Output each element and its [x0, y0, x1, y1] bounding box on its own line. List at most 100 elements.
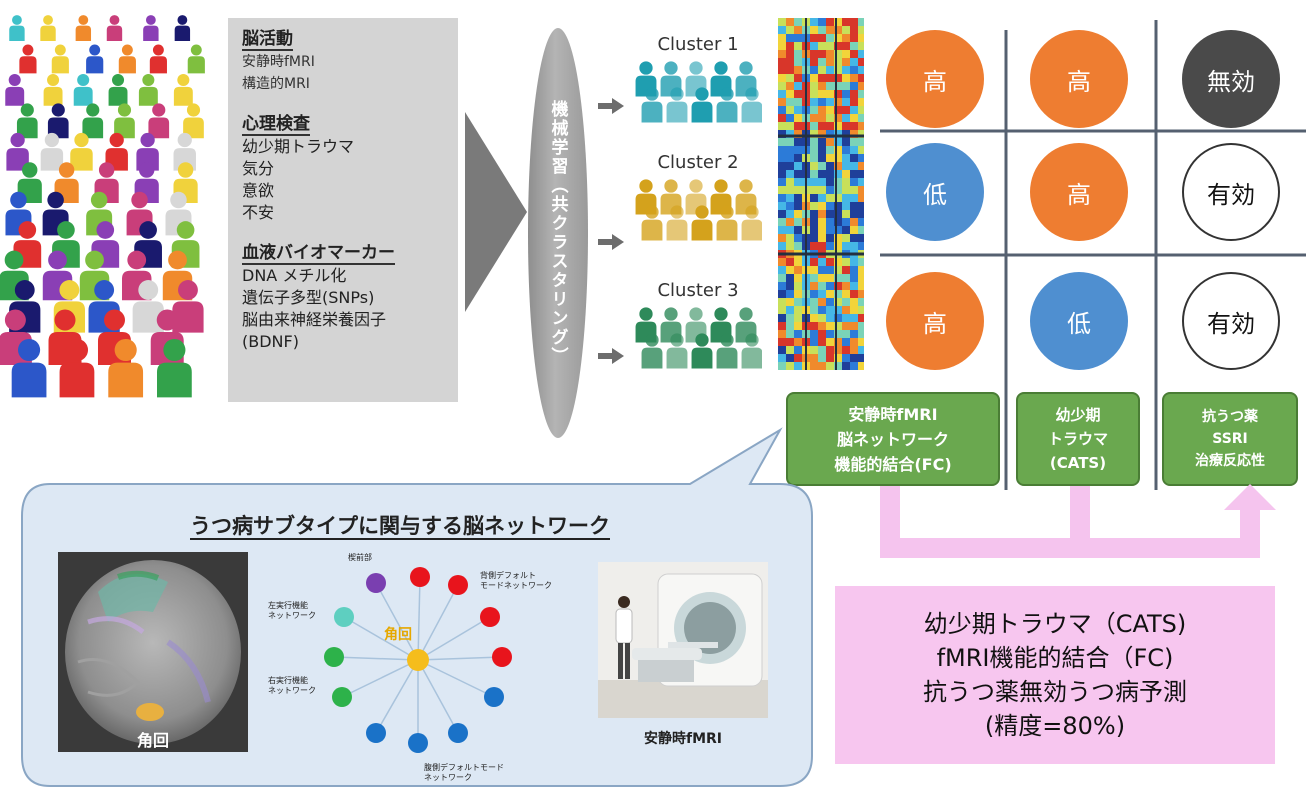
precuneus-node	[366, 573, 386, 593]
cluster-person-icon	[666, 205, 688, 241]
brain-scan-image	[58, 552, 248, 752]
label-line: ネットワーク	[268, 611, 316, 620]
cluster-2-people	[635, 179, 762, 241]
ssri-column-label: 抗うつ薬 SSRI 治療反応性	[1162, 392, 1298, 486]
crowd-person-icon	[40, 15, 56, 41]
coclustering-heatmap	[778, 18, 864, 370]
brain-activity-section: 脳活動 安静時fMRI 構造的MRI	[242, 28, 458, 95]
crowd-person-icon	[114, 103, 135, 139]
result-line: 幼少期トラウマ（CATS)	[923, 610, 1187, 638]
cluster-1-people	[635, 61, 762, 123]
crowd-person-icon	[132, 280, 164, 333]
hub-angular-gyrus-label: 角回	[384, 627, 412, 643]
blood-biomarker-section: 血液バイオマーカー DNA メチル化 遺伝子多型(SNPs) 脳由来神経栄養因子…	[242, 242, 458, 353]
label-line: 安静時fMRI	[848, 404, 938, 424]
trauma-low-circle: 低	[1030, 272, 1128, 370]
result-line: (精度=80%)	[984, 712, 1126, 740]
crowd-person-icon	[187, 44, 205, 74]
fc-column-label: 安静時fMRI 脳ネットワーク 機能的結合(FC)	[786, 392, 1000, 486]
list-item: DNA メチル化	[242, 266, 347, 285]
crowd-person-icon	[148, 103, 170, 139]
input-data-panel: 脳活動 安静時fMRI 構造的MRI 心理検査 幼少期トラウマ 気分 意欲 不安…	[228, 18, 458, 402]
right-executive-label: 右実行機能 ネットワーク	[268, 676, 316, 696]
crowd-person-icon	[75, 15, 92, 41]
crowd-person-icon	[183, 103, 204, 139]
cluster-person-icon	[716, 205, 738, 241]
label-line: (CATS)	[1049, 454, 1107, 472]
crowd-person-icon	[70, 132, 93, 171]
label-line: 右実行機能	[268, 676, 308, 685]
cluster-person-icon	[716, 333, 738, 369]
trauma-high-circle: 高	[1030, 143, 1128, 241]
crowd-illustration	[0, 15, 205, 398]
list-item: 安静時fMRI	[242, 54, 315, 70]
cluster-1-label: Cluster 1	[657, 34, 739, 55]
right-executive-node	[332, 687, 352, 707]
crowd-person-icon	[11, 338, 47, 398]
cluster-person-icon	[685, 61, 707, 97]
crowd-person-icon	[108, 338, 144, 398]
crowd-person-icon	[143, 15, 159, 41]
ssri-effective-circle: 有効	[1182, 272, 1280, 370]
cluster-person-icon	[691, 333, 713, 369]
flow-arrow-icon	[465, 112, 527, 312]
fc-low-circle: 低	[886, 143, 984, 241]
fc-high-circle: 高	[886, 272, 984, 370]
trauma-high-circle: 高	[1030, 30, 1128, 128]
label-line: ネットワーク	[424, 773, 472, 782]
ventral-dmn-node	[366, 723, 386, 743]
crowd-person-icon	[73, 73, 93, 106]
machine-learning-label-wrap: 機械学習（共クラスタリング）	[528, 28, 588, 438]
label-line: 抗うつ薬	[1202, 409, 1258, 425]
cluster-person-icon	[691, 205, 713, 241]
cluster-person-icon	[741, 87, 762, 123]
label-line: 左実行機能	[268, 601, 308, 610]
crowd-person-icon	[16, 103, 38, 139]
crowd-person-icon	[108, 73, 128, 106]
section-title: 血液バイオマーカー	[242, 243, 395, 265]
label-line: 腹側デフォルトモード	[424, 763, 504, 772]
crowd-person-icon	[106, 15, 123, 41]
ssri-ineffective-circle: 無効	[1182, 30, 1280, 128]
resting-fmri-label: 安静時fMRI	[643, 731, 722, 747]
left-executive-node	[334, 607, 354, 627]
dorsal-dmn-node	[448, 575, 468, 595]
crowd-person-icon	[9, 15, 25, 41]
fc-high-circle: 高	[886, 30, 984, 128]
cluster-2-label: Cluster 2	[657, 152, 739, 173]
crowd-person-icon	[51, 44, 69, 74]
ssri-effective-circle: 有効	[1182, 143, 1280, 241]
cluster-person-icon	[691, 87, 713, 123]
ventral-dmn-node	[448, 723, 468, 743]
crowd-person-icon	[173, 73, 193, 106]
dorsal-dmn-label: 背側デフォルト モードネットワーク	[480, 571, 552, 591]
callout-title-text: うつ病サブタイプに関与する脳ネットワーク	[190, 514, 610, 540]
trauma-column-label: 幼少期 トラウマ (CATS)	[1016, 392, 1140, 486]
crowd-person-icon	[19, 44, 37, 74]
section-title: 脳活動	[242, 29, 293, 51]
cluster-person-icon	[741, 205, 762, 241]
label-line: SSRI	[1212, 431, 1248, 447]
crowd-person-icon	[172, 280, 204, 333]
right-executive-node	[324, 647, 344, 667]
crowd-person-icon	[59, 338, 95, 398]
label-line: 治療反応性	[1195, 453, 1265, 469]
dorsal-dmn-node	[492, 647, 512, 667]
arrow-right-icon	[598, 348, 624, 364]
ventral-dmn-label: 腹側デフォルトモード ネットワーク	[424, 763, 504, 783]
label-line: 幼少期	[1055, 406, 1101, 424]
cluster-person-icon	[666, 333, 688, 369]
dorsal-dmn-node	[480, 607, 500, 627]
cluster-3-people	[635, 307, 762, 369]
psych-test-section: 心理検査 幼少期トラウマ 気分 意欲 不安	[242, 113, 458, 224]
cluster-person-icon	[666, 87, 688, 123]
angular-gyrus-label: 角回	[136, 731, 169, 750]
list-item: 幼少期トラウマ	[242, 137, 355, 156]
list-item: 意欲	[242, 181, 275, 200]
crowd-person-icon	[174, 15, 191, 41]
list-item: (BDNF)	[242, 332, 299, 351]
list-item: 遺伝子多型(SNPs)	[242, 288, 375, 307]
list-item: 気分	[242, 159, 275, 178]
cluster-3-label: Cluster 3	[657, 280, 739, 301]
arrow-right-icon	[598, 98, 624, 114]
